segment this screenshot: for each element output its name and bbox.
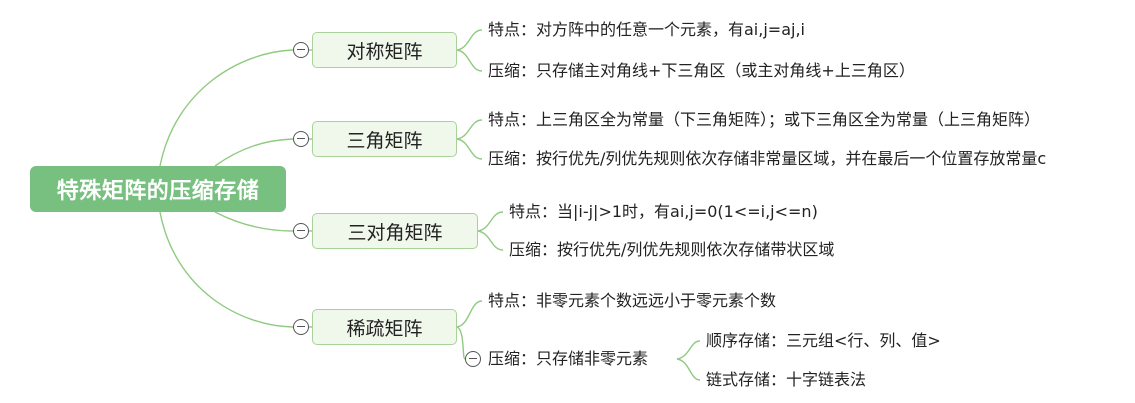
topic-tridiagonal-matrix[interactable]: 三对角矩阵 (312, 213, 478, 249)
collapse-toggle-icon[interactable] (465, 351, 481, 367)
root-to-sparse-line (159, 211, 294, 328)
root-to-triangular-line (214, 138, 294, 167)
topic-triangular-matrix[interactable]: 三角矩阵 (312, 121, 457, 157)
collapse-toggle-icon[interactable] (293, 319, 309, 335)
topic-sparse-matrix[interactable]: 稀疏矩阵 (312, 309, 457, 345)
sparse-sequential-storage[interactable]: 顺序存储：三元组<行、列、值> (706, 331, 941, 350)
tridiagonal-compress[interactable]: 压缩：按行优先/列优先规则依次存储带状区域 (509, 240, 835, 259)
sparse-compress-branch-lines (676, 340, 701, 381)
triangular-compress[interactable]: 压缩：按行优先/列优先规则依次存储非常量区域，并在最后一个位置存放常量c (488, 149, 1047, 168)
sparse-linked-storage[interactable]: 链式存储：十字链表法 (706, 370, 867, 389)
symmetric-feature[interactable]: 特点：对方阵中的任意一个元素，有ai,j=aj,i (488, 20, 805, 39)
symmetric-compress[interactable]: 压缩：只存储主对角线+下三角区（或主对角线+上三角区） (488, 61, 915, 80)
triangular-branch-lines (456, 119, 483, 160)
symmetric-branch-lines (456, 29, 483, 72)
sparse-branch-lines (456, 300, 483, 360)
root-to-tridiagonal-line (214, 211, 294, 232)
root-topic[interactable]: 特殊矩阵的压缩存储 (30, 166, 286, 212)
tridiagonal-feature[interactable]: 特点：当|i-j|>1时，有ai,j=0(1<=i,j<=n) (509, 202, 818, 221)
collapse-toggle-icon[interactable] (293, 223, 309, 239)
tridiagonal-branch-lines (477, 211, 504, 251)
topic-symmetric-matrix[interactable]: 对称矩阵 (312, 32, 457, 68)
sparse-feature[interactable]: 特点：非零元素个数远远小于零元素个数 (488, 291, 777, 310)
collapse-toggle-icon[interactable] (293, 42, 309, 58)
triangular-feature[interactable]: 特点：上三角区全为常量（下三角矩阵）；或下三角区全为常量（上三角矩阵） (488, 110, 1041, 129)
collapse-toggle-icon[interactable] (293, 131, 309, 147)
root-to-symmetric-line (159, 49, 294, 167)
sparse-compress[interactable]: 压缩：只存储非零元素 (488, 349, 649, 368)
